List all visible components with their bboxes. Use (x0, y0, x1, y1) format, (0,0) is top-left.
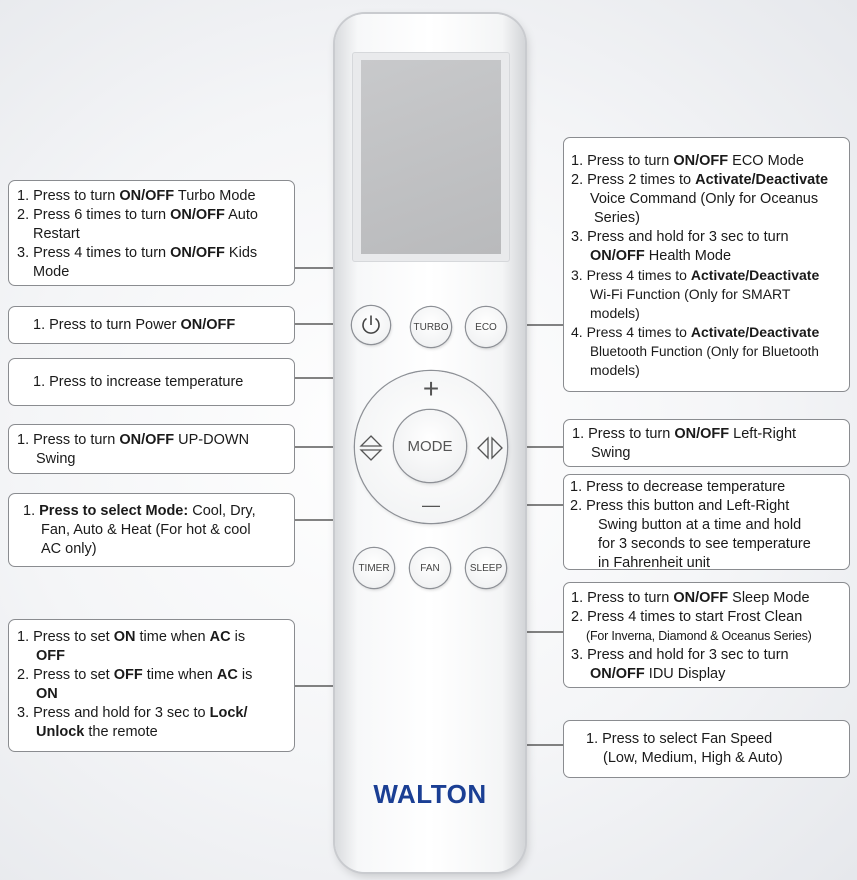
power-button[interactable] (352, 306, 390, 344)
mode-line-1: 1. Press to select Mode: Cool, Dry, (23, 503, 256, 519)
timer-line-1b: OFF (36, 648, 65, 664)
temp-up-button[interactable]: + (422, 373, 440, 404)
sleep-line-3: 3. Press and hold for 3 sec to turn (571, 647, 789, 663)
timer-line-1: 1. Press to set ON time when AC is (17, 629, 246, 645)
timer-line-3: 3. Press and hold for 3 sec to Lock/ (17, 705, 248, 721)
sleep-line-3b: ON/OFF IDU Display (590, 666, 726, 682)
leftright-line-1: 1. Press to turn ON/OFF Left-Right (572, 426, 797, 442)
power-text: 1. Press to turn Power (33, 317, 181, 333)
turbo-line-2b: Restart (33, 226, 80, 242)
eco-line-2c: Series) (594, 210, 640, 226)
updown-swing-icon[interactable] (359, 434, 383, 462)
eco-line-4b: Wi-Fi Function (Only for SMART (590, 286, 791, 302)
callout-power: 1. Press to turn Power ON/OFF (8, 306, 295, 344)
decrease-line-2: 2. Press this button and Left-Right (570, 498, 790, 514)
leftright-swing-icon[interactable] (476, 436, 504, 460)
mode-button[interactable]: MODE (394, 410, 466, 482)
eco-line-2: 2. Press 2 times to Activate/Deactivate (571, 172, 829, 188)
sleep-button[interactable]: SLEEP (466, 548, 506, 588)
turbo-line-3b: Mode (33, 264, 70, 280)
callout-decrease: 1. Press to decrease temperature 2. Pres… (563, 474, 850, 571)
eco-line-5c: models) (590, 362, 640, 378)
eco-line-5b: Bluetooth Function (Only for Bluetooth (590, 344, 819, 359)
eco-line-4: 3. Press 4 times to Activate/Deactivate (571, 267, 820, 283)
callout-updown: 1. Press to turn ON/OFF UP-DOWN Swing (8, 424, 295, 474)
temp-down-button[interactable]: — (422, 495, 440, 515)
timer-line-2b: ON (36, 686, 58, 702)
timer-line-3b: Unlock the remote (36, 724, 158, 740)
power-text-bold: ON/OFF (180, 317, 236, 333)
callout-eco: 1. Press to turn ON/OFF ECO Mode 2. Pres… (563, 137, 850, 392)
callout-increase: 1. Press to increase temperature (8, 358, 295, 406)
sleep-line-2b: (For Inverna, Diamond & Oceanus Series) (586, 629, 812, 643)
eco-line-4c: models) (590, 305, 640, 321)
decrease-line-4: for 3 seconds to see temperature (598, 536, 811, 552)
increase-text: 1. Press to increase temperature (33, 374, 244, 390)
decrease-line-1: 1. Press to decrease temperature (570, 479, 786, 495)
decrease-line-3: Swing button at a time and hold (598, 517, 802, 533)
timer-button[interactable]: TIMER (354, 548, 394, 588)
callout-turbo: 1. Press to turn ON/OFF Turbo Mode 2. Pr… (8, 180, 295, 286)
callout-timer: 1. Press to set ON time when AC is OFF 2… (8, 619, 295, 752)
callout-leftright: 1. Press to turn ON/OFF Left-Right Swing (563, 419, 850, 467)
eco-line-1: 1. Press to turn ON/OFF ECO Mode (571, 153, 804, 169)
turbo-button[interactable]: TURBO (411, 307, 451, 347)
fan-button[interactable]: FAN (410, 548, 450, 588)
eco-line-2b: Voice Command (Only for Oceanus (590, 191, 819, 207)
eco-button[interactable]: ECO (466, 307, 506, 347)
timer-line-2: 2. Press to set OFF time when AC is (17, 667, 253, 683)
turbo-line-1: 1. Press to turn ON/OFF Turbo Mode (17, 188, 256, 204)
eco-line-5: 4. Press 4 times to Activate/Deactivate (571, 324, 820, 340)
lcd-screen (361, 60, 501, 254)
sleep-line-2: 2. Press 4 times to start Frost Clean (571, 609, 803, 625)
callout-fan: 1. Press to select Fan Speed (Low, Mediu… (563, 720, 850, 778)
fan-line-1: 1. Press to select Fan Speed (586, 731, 773, 747)
sleep-line-1: 1. Press to turn ON/OFF Sleep Mode (571, 590, 810, 606)
callout-sleep: 1. Press to turn ON/OFF Sleep Mode 2. Pr… (563, 582, 850, 688)
updown-line-1: 1. Press to turn ON/OFF UP-DOWN (17, 432, 250, 448)
leftright-line-2: Swing (591, 445, 631, 461)
fan-line-2: (Low, Medium, High & Auto) (603, 750, 783, 766)
eco-line-3b: ON/OFF Health Mode (590, 248, 732, 264)
brand-logo: WALTON (373, 779, 487, 809)
mode-line-3: AC only) (41, 541, 97, 557)
turbo-line-3: 3. Press 4 times to turn ON/OFF Kids (17, 245, 258, 261)
eco-line-3: 3. Press and hold for 3 sec to turn (571, 229, 789, 245)
power-icon (362, 315, 380, 334)
mode-line-2: Fan, Auto & Heat (For hot & cool (41, 522, 251, 538)
turbo-line-2: 2. Press 6 times to turn ON/OFF Auto (17, 207, 258, 223)
callout-mode: 1. Press to select Mode: Cool, Dry, Fan,… (8, 493, 295, 567)
updown-line-2: Swing (36, 451, 76, 467)
decrease-line-5: in Fahrenheit unit (598, 555, 711, 571)
